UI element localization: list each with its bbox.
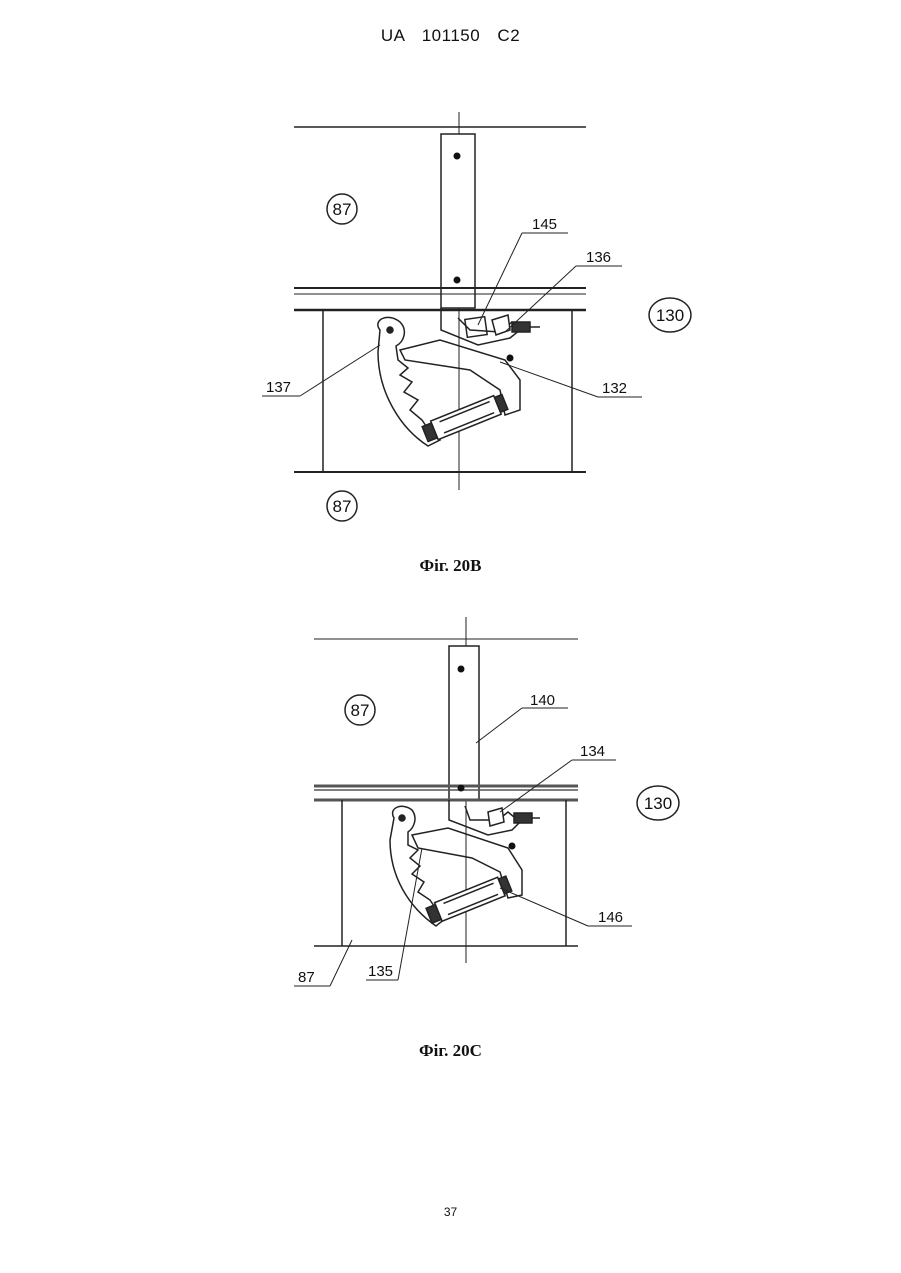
svg-text:130: 130 (644, 794, 672, 813)
svg-text:87: 87 (351, 701, 370, 720)
figure-caption-20c: Фіг. 20C (0, 1041, 901, 1061)
label-146: 146 (598, 909, 623, 926)
label-140: 140 (530, 692, 555, 709)
circled-label-87: 87 (345, 695, 375, 725)
figure-20c-drawing: 87 130 140 134 146 135 87 (0, 0, 901, 1040)
label-134: 134 (580, 743, 605, 760)
circled-label-130: 130 (637, 786, 679, 820)
label-135: 135 (368, 963, 393, 980)
page-number: 37 (0, 1205, 901, 1219)
label-87: 87 (298, 969, 315, 986)
